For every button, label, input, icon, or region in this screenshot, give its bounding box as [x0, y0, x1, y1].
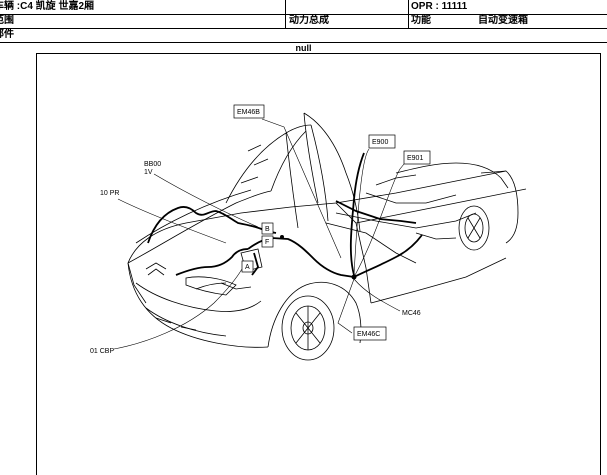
figure-frame: [36, 53, 601, 475]
callout-em46b: EM46B: [237, 109, 260, 116]
wiring-diagram: EM46B E900 E901 BB00 1V 10 PR B F A MC46…: [90, 104, 527, 361]
header-row-part: 部件: [0, 28, 607, 43]
part-label: 部件: [0, 29, 14, 40]
opr-value: 11111: [441, 1, 468, 12]
callout-bb00: BB00: [144, 161, 161, 168]
function-value: 自动变速箱: [478, 15, 528, 26]
callout-box-b: [261, 222, 274, 235]
wiring-harness: [147, 152, 423, 278]
function-label: 功能: [411, 15, 431, 26]
callout-b: B: [265, 226, 270, 233]
callout-box-f: [261, 235, 274, 248]
callout-10pr: 10 PR: [100, 190, 119, 197]
header-row-vehicle: 车辆 :C4 凯旋 世嘉2厢 OPR : 11111: [0, 0, 607, 28]
callout-a: A: [245, 264, 250, 271]
callout-box-a: [241, 260, 254, 273]
callout-e901: E901: [407, 155, 423, 162]
callout-boxes: EM46B E900 E901 BB00 1V 10 PR B F A MC46…: [90, 104, 431, 355]
callout-box-e901: [403, 150, 431, 165]
opr-label: OPR : 11111: [411, 1, 468, 12]
vehicle-value: C4 凯旋 世嘉2厢: [20, 1, 95, 12]
column-divider: [408, 0, 409, 28]
leader-lines: [113, 118, 405, 350]
callout-box-em46c: [353, 326, 387, 341]
callout-em46c: EM46C: [357, 331, 380, 338]
callout-bb00-sub: 1V: [144, 169, 153, 176]
figure-caption: null: [295, 43, 312, 53]
callout-box-e900: [368, 134, 396, 149]
group-label: 动力总成: [289, 15, 329, 26]
column-divider: [285, 0, 286, 28]
header-row-scope: 范围 动力总成 功能 自动变速箱: [0, 0, 607, 29]
callout-f: F: [265, 239, 269, 246]
callout-01cbp: 01 CBP: [90, 348, 114, 355]
callout-mc46: MC46: [402, 310, 421, 317]
connector-dots: [280, 235, 357, 280]
callout-box-em46b: [233, 104, 265, 119]
car-outline: [127, 112, 527, 361]
document-header: 车辆 :C4 凯旋 世嘉2厢 OPR : 11111 范围 动力总成 功能 自动…: [0, 0, 607, 43]
vehicle-label: 车辆 :C4 凯旋 世嘉2厢: [0, 1, 95, 12]
scope-label: 范围: [0, 15, 14, 26]
callout-e900: E900: [372, 139, 388, 146]
